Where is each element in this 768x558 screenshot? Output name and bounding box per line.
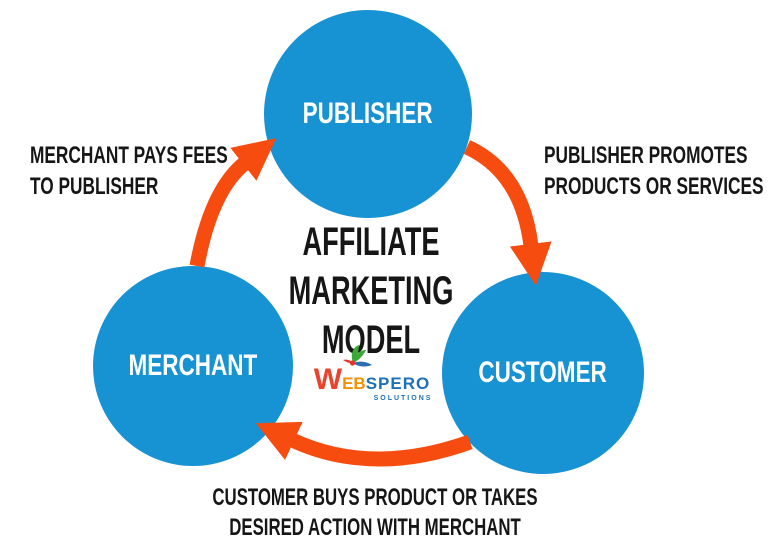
merchant-label: MERCHANT [128,349,258,382]
caption-line: PRODUCTS OR SERVICES [544,173,764,200]
caption-merchant-pays-fees: MERCHANT PAYS FEES TO PUBLISHER [30,140,305,202]
caption-line: MERCHANT PAYS FEES [30,142,228,169]
logo-letter-w: W [313,363,343,396]
caption-line: TO PUBLISHER [30,173,159,200]
caption-line: PUBLISHER PROMOTES [544,142,748,169]
caption-line: DESIRED ACTION WITH MERCHANT [229,514,521,541]
customer-label: CUSTOMER [478,356,608,389]
title-line-affiliate: AFFILIATE [302,220,440,264]
title-line-marketing: MARKETING [288,269,454,313]
node-customer: CUSTOMER [442,272,644,474]
publisher-label: PUBLISHER [302,97,434,130]
caption-publisher-promotes: PUBLISHER PROMOTES PRODUCTS OR SERVICES [544,140,768,202]
logo-tagline: SOLUTIONS [373,395,433,402]
logo-letters-eb: EB [342,374,366,393]
hummingbird-icon [343,345,372,367]
arrow-customer-to-merchant-icon [255,421,473,467]
logo-letters-spero: SPERO [365,374,431,393]
caption-line: CUSTOMER BUYS PRODUCT OR TAKES [212,484,538,511]
logo-wordmark: WEBSPERO [252,363,492,399]
page-title: AFFILIATE MARKETING MODEL [246,218,496,365]
webspero-logo: WEBSPERO SOLUTIONS [252,344,492,402]
node-publisher: PUBLISHER [264,10,472,218]
caption-customer-buys: CUSTOMER BUYS PRODUCT OR TAKES DESIRED A… [0,483,750,543]
title-line-model: MODEL [321,318,421,362]
